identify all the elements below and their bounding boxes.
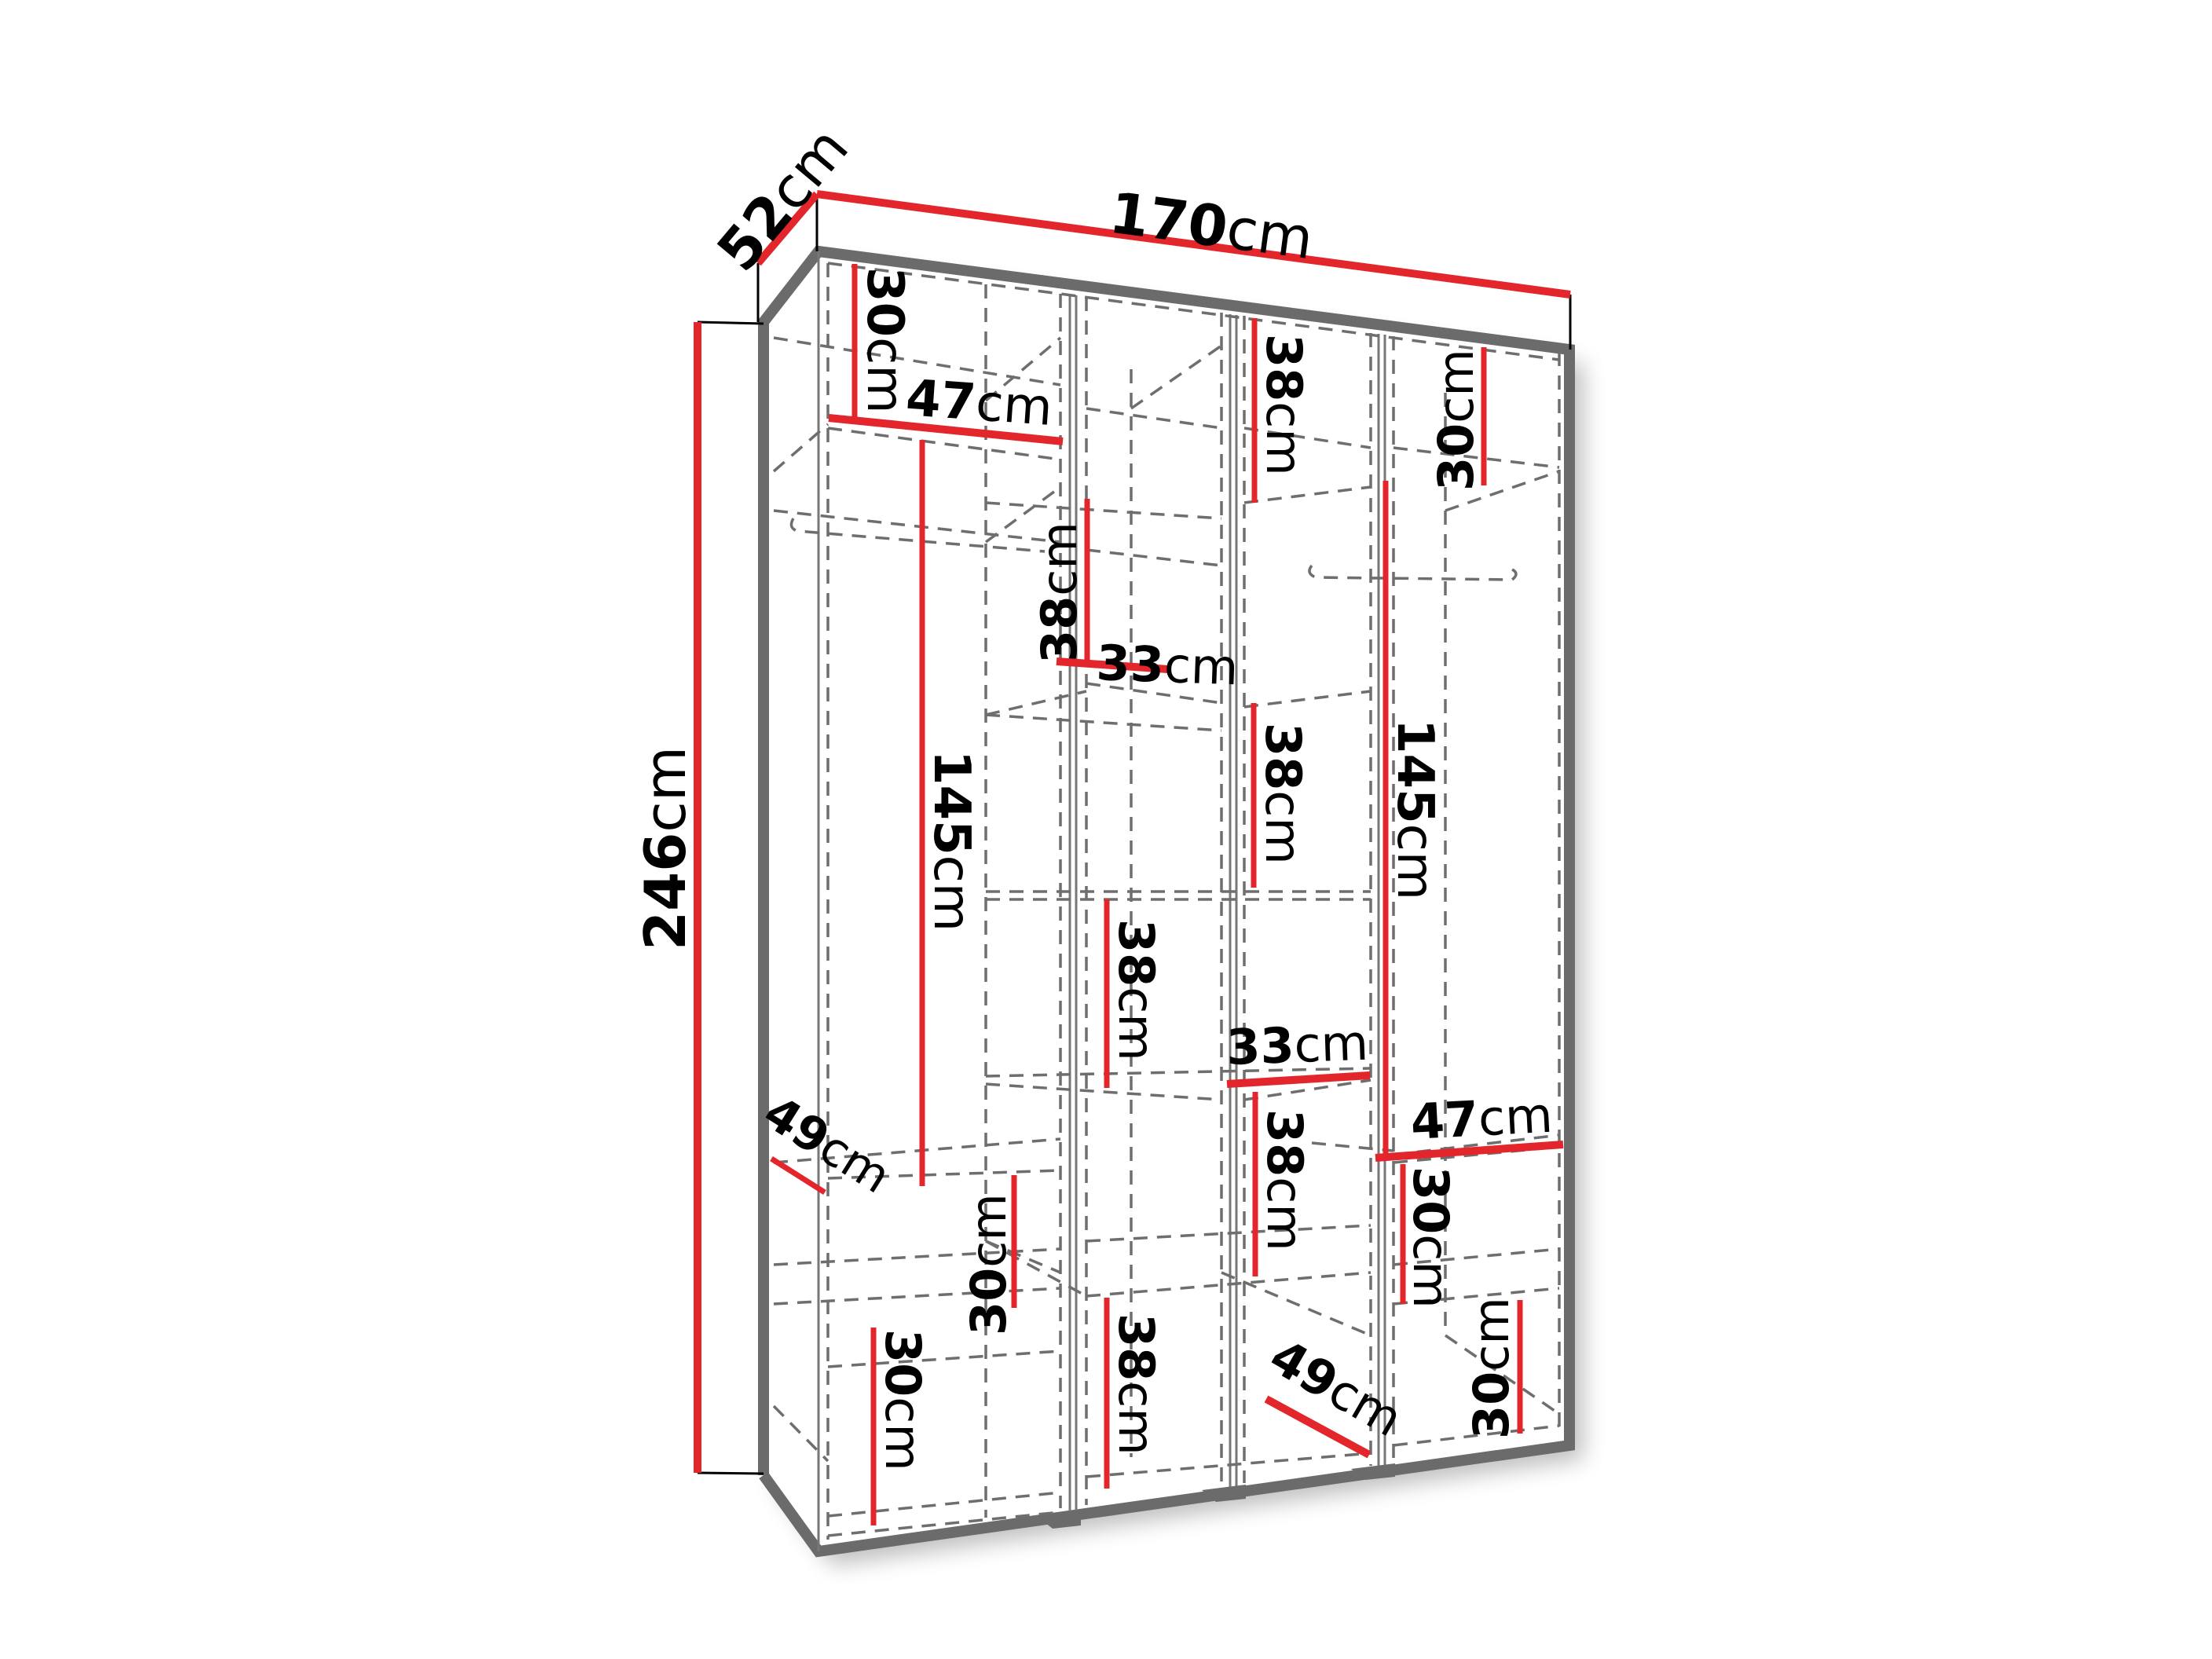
svg-text:30cm: 30cm xyxy=(1402,1166,1459,1309)
height-unit: cm xyxy=(632,746,698,833)
svg-text:38cm: 38cm xyxy=(1255,334,1313,476)
label-right-lower-30a: 30cm xyxy=(1400,1164,1459,1309)
svg-text:30cm: 30cm xyxy=(960,1193,1017,1335)
svg-text:30cm: 30cm xyxy=(874,1329,932,1471)
svg-text:30cm: 30cm xyxy=(1463,1297,1520,1439)
svg-text:30cm: 30cm xyxy=(855,267,914,414)
label-right-lower-30b: 30cm xyxy=(1463,1297,1523,1439)
label-midright-top-38: 38cm xyxy=(1251,318,1313,503)
label-right-hanging-145: 145cm xyxy=(1382,481,1444,1155)
label-midright-38b: 38cm xyxy=(1251,703,1312,888)
label-left-lower-30b: 30cm xyxy=(870,1328,932,1525)
svg-text:246cm: 246cm xyxy=(632,746,698,950)
label-midleft-upper-38: 38cm xyxy=(1031,499,1090,664)
svg-text:145cm: 145cm xyxy=(922,750,980,932)
svg-text:38cm: 38cm xyxy=(1108,919,1165,1061)
extension-lines xyxy=(697,194,1572,1475)
svg-text:47cm: 47cm xyxy=(1409,1086,1554,1151)
label-left-hanging-145: 145cm xyxy=(919,440,980,1186)
label-left-lower-30a: 30cm xyxy=(960,1175,1017,1335)
svg-text:38cm: 38cm xyxy=(1256,1109,1313,1251)
label-midleft-33: 33cm xyxy=(1056,634,1240,696)
svg-text:30cm: 30cm xyxy=(1427,349,1485,491)
dimension-width-170: 170cm xyxy=(816,180,1571,298)
svg-text:33cm: 33cm xyxy=(1225,1014,1369,1076)
dimension-height-246: 246cm xyxy=(632,322,701,1473)
label-midright-38c: 38cm xyxy=(1252,1092,1313,1276)
label-midright-33: 33cm xyxy=(1225,1014,1371,1088)
svg-text:38cm: 38cm xyxy=(1031,522,1088,664)
label-right-top-30: 30cm xyxy=(1427,347,1487,491)
label-midleft-38b: 38cm xyxy=(1104,899,1165,1088)
svg-text:38cm: 38cm xyxy=(1108,1313,1165,1456)
label-right-lower-47: 47cm xyxy=(1375,1086,1564,1162)
cabinet-body xyxy=(764,251,1569,1551)
svg-text:47cm: 47cm xyxy=(904,369,1054,438)
width-unit: cm xyxy=(1223,195,1317,272)
svg-text:33cm: 33cm xyxy=(1095,634,1239,696)
label-left-top-47: 47cm xyxy=(828,369,1064,445)
interior-dashed-lines xyxy=(772,262,1561,1540)
height-value: 246 xyxy=(632,833,698,950)
width-value: 170 xyxy=(1106,180,1232,261)
label-left-top-30: 30cm xyxy=(851,264,914,420)
svg-text:170cm: 170cm xyxy=(1106,180,1317,273)
label-midleft-38c: 38cm xyxy=(1104,1298,1165,1489)
svg-text:145cm: 145cm xyxy=(1386,719,1444,900)
svg-text:38cm: 38cm xyxy=(1254,723,1312,865)
